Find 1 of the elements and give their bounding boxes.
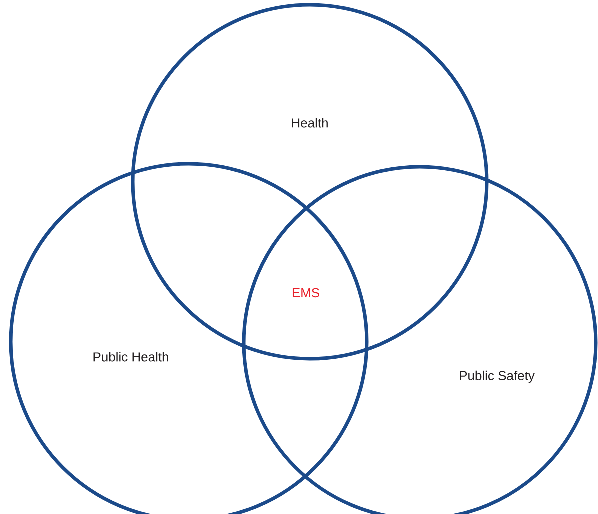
- region-label: EMS: [292, 288, 320, 298]
